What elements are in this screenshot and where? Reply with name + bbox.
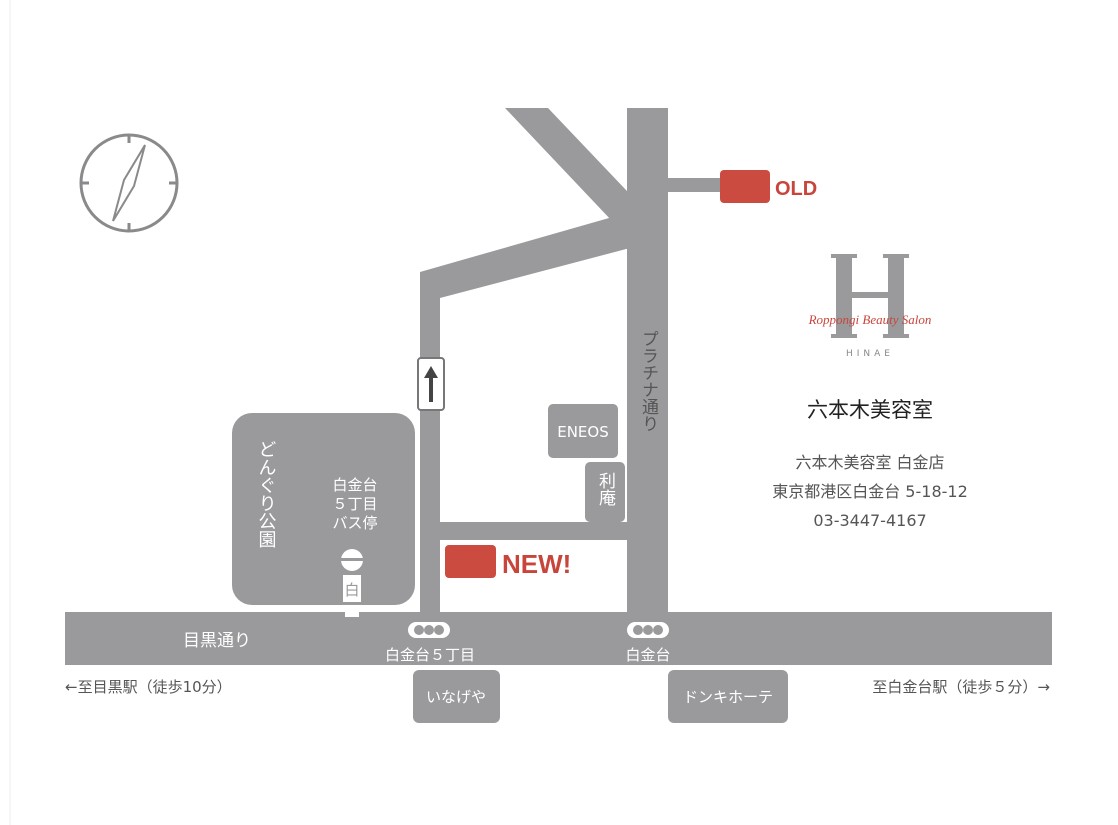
inageya-box (413, 670, 500, 723)
store-name: 六本木美容室 白金店 (795, 453, 944, 472)
platinum-dori-road (627, 108, 668, 612)
diagonal-road-north (505, 108, 645, 240)
donki-box (668, 670, 788, 723)
platinum-road-label: プラチナ通り (638, 330, 659, 432)
bus-stop-label-3: バス停 (332, 514, 377, 532)
connector-road (440, 522, 627, 540)
signal-label-shirokanedai: 白金台 (625, 646, 670, 664)
inageya-label: いなげや (426, 688, 486, 706)
old-label: OLD (775, 178, 817, 200)
signal-label-shirokanedai5: 白金台５丁目 (385, 646, 475, 664)
park-label: どんぐり公園 (256, 440, 277, 548)
store-phone: 03-3447-4167 (813, 511, 926, 530)
meguro-road-label: 目黒通り (183, 631, 251, 651)
compass-icon (79, 133, 179, 233)
logo-script: Roppongi Beauty Salon (808, 312, 932, 327)
new-label: NEW! (502, 549, 571, 579)
bus-stop-label-1: 白金台 (332, 476, 377, 494)
old-connector-road (668, 178, 720, 192)
one-way-arrow-icon (417, 357, 445, 411)
store-address: 東京都港区白金台 5-18-12 (772, 482, 968, 501)
logo-brand: HINAE (846, 349, 894, 359)
traffic-signal-icon (627, 622, 669, 638)
eneos-box (548, 404, 618, 458)
donki-label: ドンキホーテ (683, 688, 773, 706)
logo-h-mark (831, 254, 909, 338)
rian-box (585, 462, 625, 522)
new-location-marker (445, 545, 496, 578)
direction-shirokanedai: 至白金台駅（徒歩５分）→ (872, 678, 1050, 696)
side-road-west (420, 212, 630, 612)
eneos-label: ENEOS (557, 423, 609, 441)
direction-meguro: ←至目黒駅（徒歩10分） (65, 678, 232, 696)
meguro-dori-road (65, 612, 1052, 665)
logo-name-jp: 六本木美容室 (807, 398, 933, 422)
donguri-park (232, 413, 415, 605)
bus-sign-label: 白 (344, 581, 359, 599)
rian-label: 利庵 (595, 472, 616, 507)
hinae-logo: Roppongi Beauty Salon HINAE (808, 254, 932, 359)
traffic-signal-icon (408, 622, 450, 638)
bus-stop-icon: 白 (341, 549, 363, 617)
bus-stop-label-2: ５丁目 (332, 495, 377, 513)
old-location-marker (720, 170, 770, 203)
